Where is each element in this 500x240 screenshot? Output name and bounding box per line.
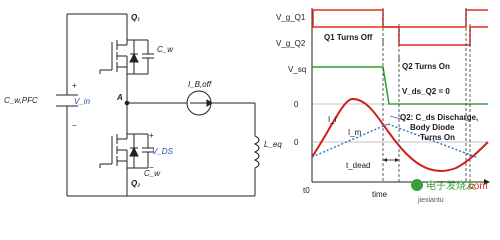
circuit-labels: Q₁ C_w C_w,PFC + V_in − A I_B,off + V_DS… (4, 13, 282, 188)
figure: Q₁ C_w C_w,PFC + V_in − A I_B,off + V_DS… (4, 8, 490, 204)
tdead-label: t_dead (346, 161, 370, 170)
inductor-coil (253, 135, 260, 169)
waveform-labels: V_g_Q1 V_g_Q2 V_sq 0 0 Q1 Turns Off Q2 T… (276, 13, 478, 199)
q2-cds-line3: Turns On (420, 133, 455, 142)
minus-bot-label: − (149, 163, 154, 172)
vin-label: V_in (74, 97, 91, 106)
q1-mosfet (99, 36, 154, 78)
node-a-label: A (116, 93, 123, 102)
vds-q2-label: V_ds_Q2 = 0 (402, 87, 450, 96)
cw-top-label: C_w (157, 45, 174, 54)
waveform-panel (311, 8, 490, 185)
plus-top-label: + (72, 81, 77, 90)
cwpfc-label: C_w,PFC (4, 96, 38, 105)
ir-label: I_r (328, 115, 338, 124)
vg-q2-trace (312, 26, 488, 46)
ibsoff-label: I_B,off (188, 80, 212, 89)
im-label: I_m (348, 128, 362, 137)
tdead-arrow-right (395, 158, 399, 162)
current-arrow-head (206, 99, 213, 107)
plus-bot-label: + (149, 131, 154, 140)
ir-trace (311, 97, 489, 172)
vsq-label: V_sq (288, 65, 306, 74)
watermark-domain: .com (466, 181, 488, 192)
leq-label: L_eq (264, 140, 282, 149)
watermark: 电子发烧友 .com jiexiantu (411, 179, 488, 204)
minus-top-label: − (72, 121, 77, 130)
watermark-line2: jiexiantu (417, 197, 444, 204)
watermark-logo-icon (411, 179, 423, 191)
cw-bot-label: C_w (144, 169, 161, 178)
time-label: time (372, 190, 388, 199)
vg-q1-trace (312, 9, 488, 28)
vsq-trace (312, 66, 488, 105)
time-arrow-head (484, 179, 490, 185)
q2-cds-line2: Body Diode (410, 123, 455, 132)
watermark-cn: 电子发烧友 (426, 179, 476, 192)
q2-cds-line1: Q2: C_ds Discharge, (400, 113, 478, 122)
q1-turns-off-label: Q1 Turns Off (324, 33, 373, 42)
q2-mosfet (99, 130, 154, 172)
t0-label: t0 (303, 186, 310, 195)
zero-upper-label: 0 (294, 100, 299, 109)
q2-turns-on-label: Q2 Turns On (402, 62, 450, 71)
diagram-canvas: Q₁ C_w C_w,PFC + V_in − A I_B,off + V_DS… (4, 8, 490, 204)
vds-label: V_DS (152, 147, 174, 156)
tdead-arrow-left (383, 158, 387, 162)
vg-q2-label: V_g_Q2 (276, 39, 306, 48)
zero-lower-label: 0 (294, 138, 299, 147)
q1-label: Q₁ (131, 13, 140, 22)
circuit-schematic (56, 13, 260, 197)
vg-q1-label: V_g_Q1 (276, 13, 306, 22)
im-rising (311, 123, 389, 158)
q2-cds-pointer (389, 115, 405, 121)
q2-label: Q₂ (131, 179, 140, 188)
